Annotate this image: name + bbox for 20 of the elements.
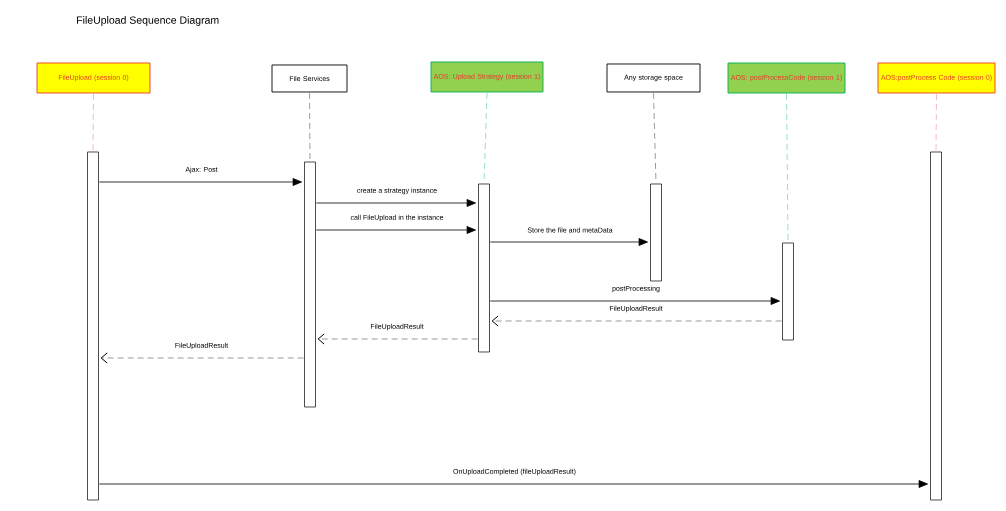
diagram-title: FileUpload Sequence Diagram <box>77 16 219 26</box>
activation-bar <box>930 151 942 501</box>
return-arrow <box>317 333 478 345</box>
lifeline <box>309 92 311 161</box>
message-arrow <box>489 238 648 246</box>
message-arrow <box>98 480 928 488</box>
return-arrow <box>100 352 304 364</box>
activation-bar <box>650 183 662 282</box>
activation-bar <box>782 242 794 341</box>
message-arrow <box>98 178 302 186</box>
message-arrow <box>315 199 476 207</box>
message-arrow <box>315 226 476 234</box>
lifeline <box>92 93 94 151</box>
activation-bar <box>478 183 490 353</box>
activation-bar <box>304 161 316 408</box>
lifeline <box>935 93 937 151</box>
message-arrow <box>489 297 780 305</box>
lifeline <box>786 93 789 242</box>
return-arrow <box>491 315 782 327</box>
activation-bar <box>87 151 99 501</box>
